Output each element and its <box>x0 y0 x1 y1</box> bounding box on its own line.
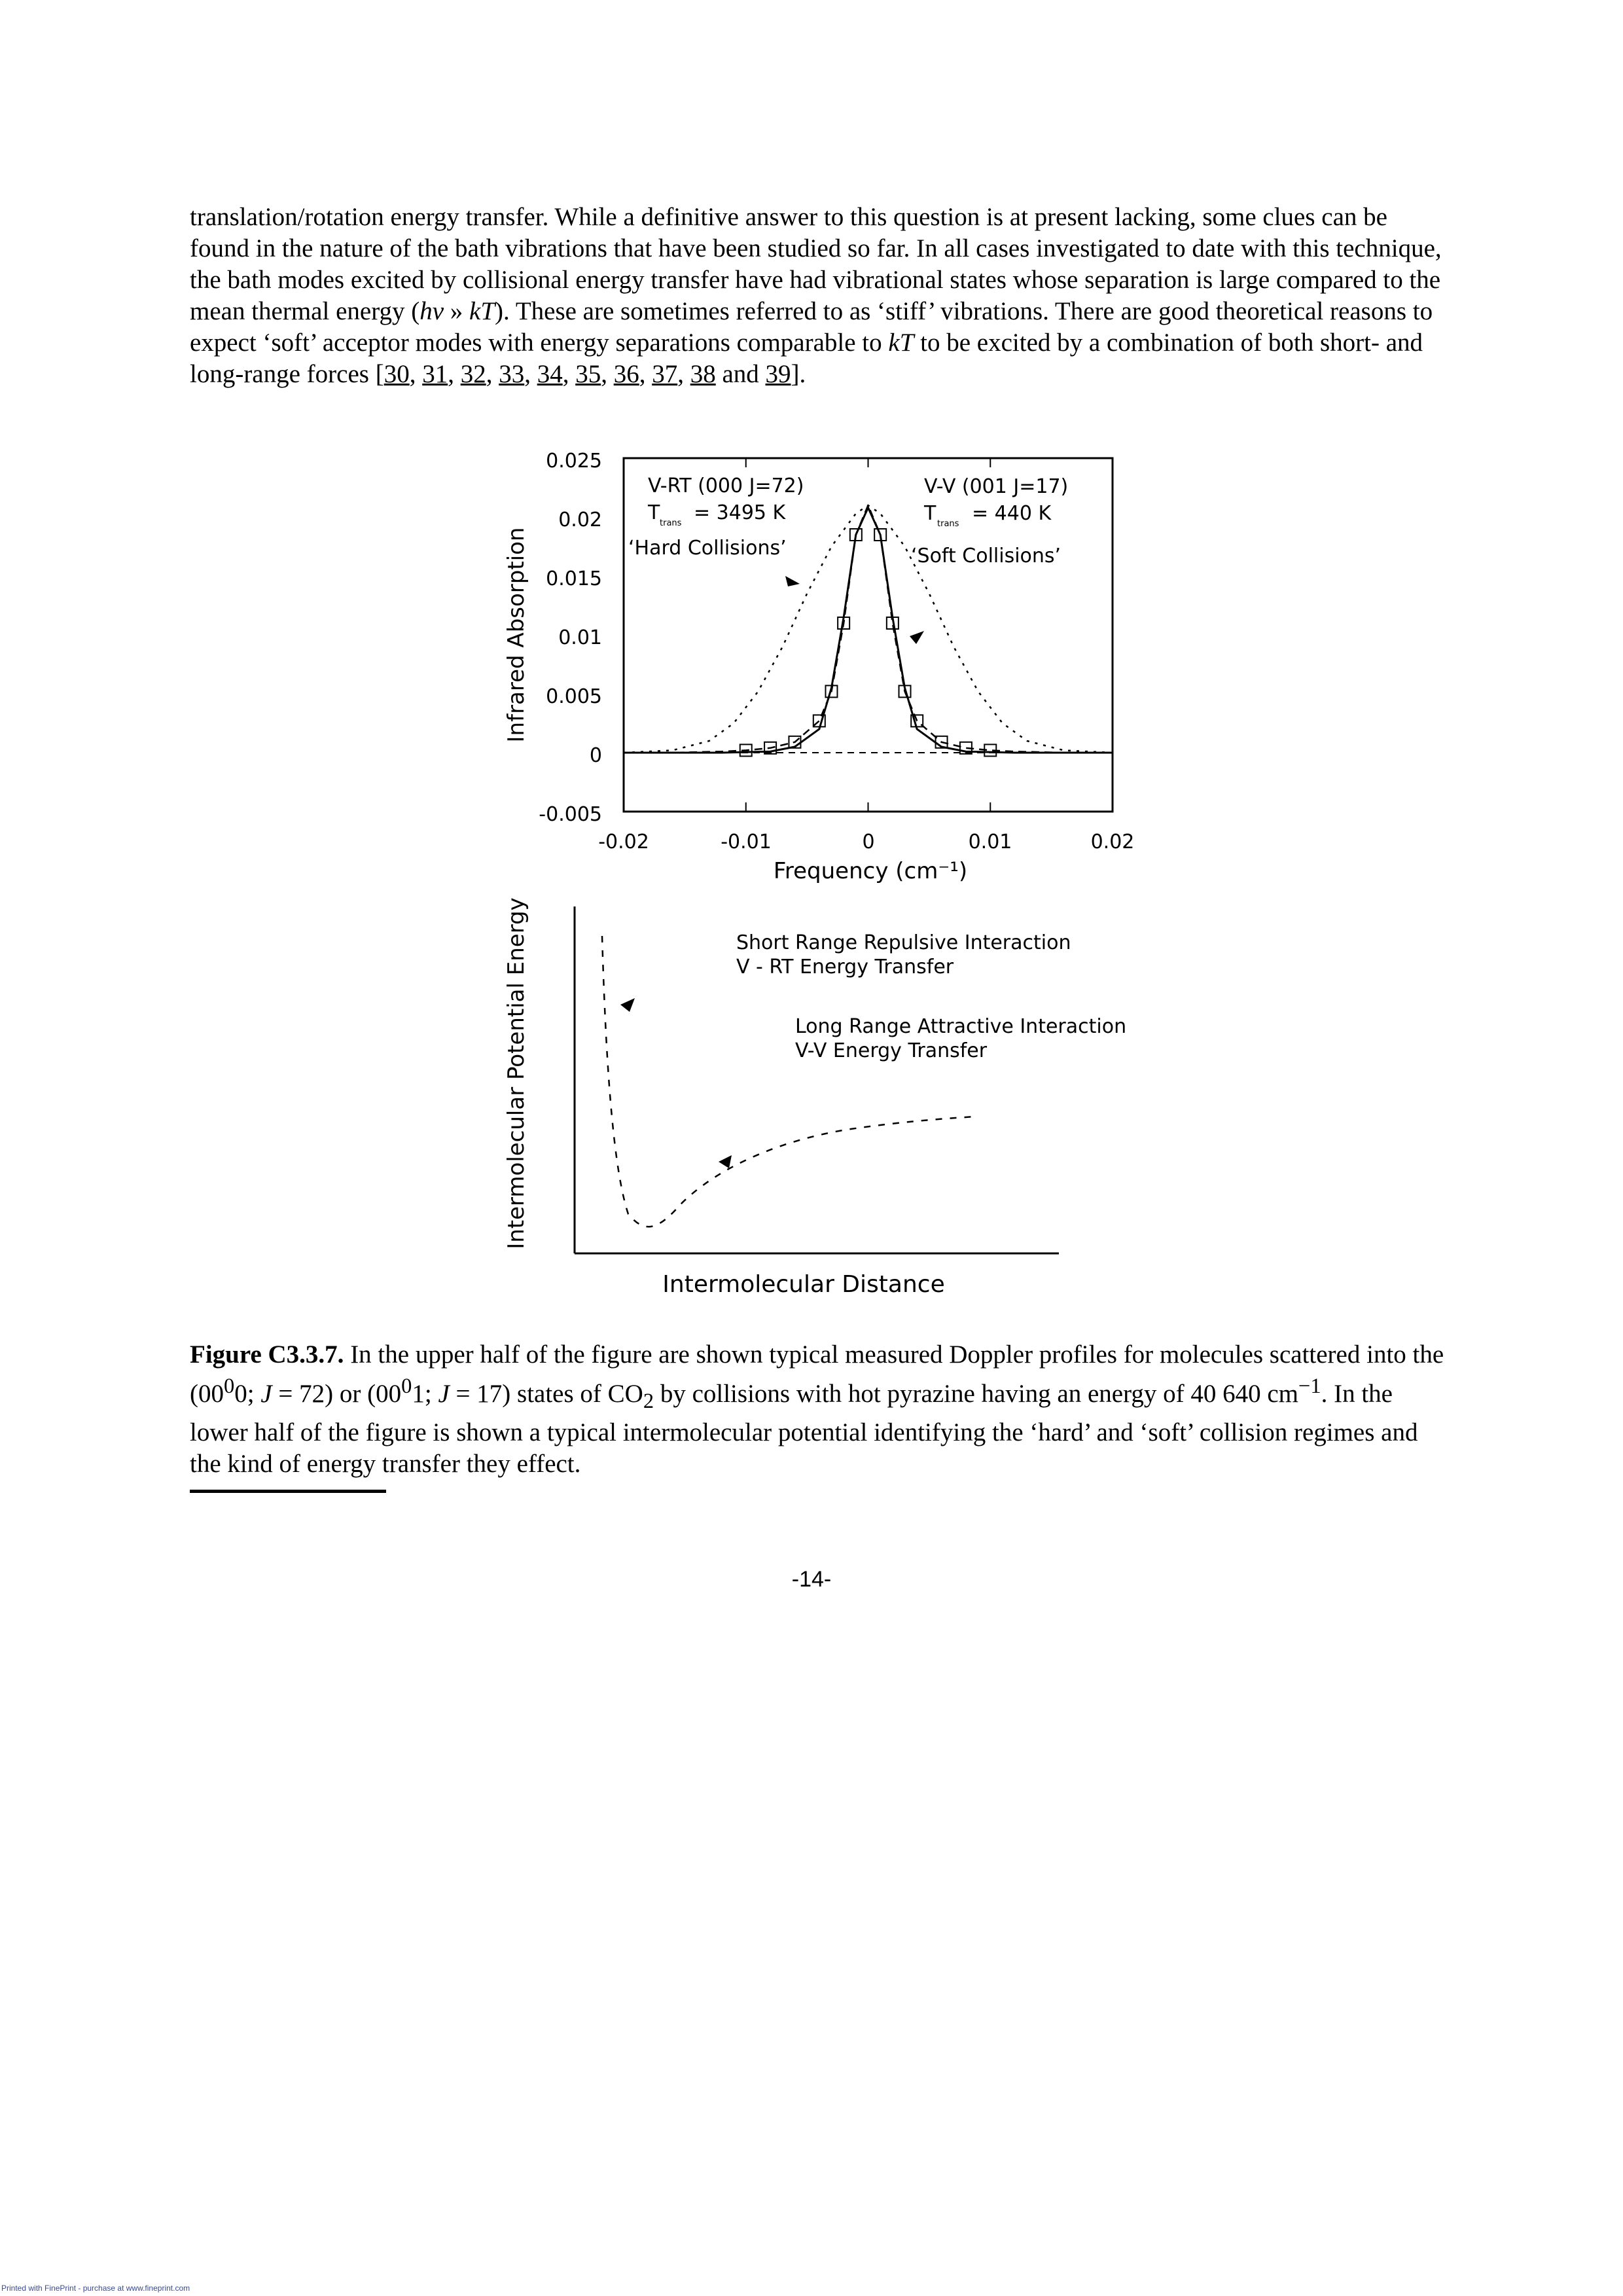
annotation-long-range-2: V-V Energy Transfer <box>795 1039 988 1062</box>
annotation-vv-title: V-V (001 J=17) <box>924 475 1068 498</box>
body-paragraph: translation/rotation energy transfer. Wh… <box>190 203 1442 388</box>
ref-link-39[interactable]: 39 <box>765 360 791 388</box>
caption-j1: J <box>260 1380 272 1408</box>
body-text-1: translation/rotation energy transfer. Wh… <box>190 203 1442 325</box>
body-text-4: to be excited by a combination of both s… <box>190 329 1423 388</box>
potential-well-curve <box>601 935 976 1228</box>
footnote-rule <box>190 1490 386 1493</box>
long-range-arrow-icon <box>719 1155 732 1168</box>
y-axis-title: Infrared Absorption <box>503 528 529 743</box>
data-point-marker <box>984 744 997 757</box>
annotation-vrt-title: V-RT (000 J=72) <box>648 475 804 497</box>
potential-x-axis-title: Intermolecular Distance <box>662 1271 944 1298</box>
caption-t7: . In the lower half of the figure is sho… <box>190 1380 1418 1478</box>
x-axis-title: Frequency (cm⁻¹) <box>774 858 967 884</box>
y-tick-label-neg0005: -0.005 <box>539 803 602 826</box>
x-tick-label-0: 0 <box>862 831 874 853</box>
ref-link-30[interactable]: 30 <box>383 360 410 388</box>
x-tick-label-neg002: -0.02 <box>598 831 649 853</box>
short-range-arrow-icon <box>620 998 635 1012</box>
ref-link-36[interactable]: 36 <box>613 360 639 388</box>
ref-link-35[interactable]: 35 <box>575 360 601 388</box>
ref-link-38[interactable]: 38 <box>690 360 716 388</box>
data-point-marker <box>874 528 887 541</box>
profile-curves <box>623 503 1113 754</box>
refs-and: and <box>715 360 766 388</box>
potential-energy-diagram: Short Range Repulsive Interaction V - RT… <box>503 897 1126 1298</box>
x-tick-label-002: 0.02 <box>1091 831 1135 853</box>
caption-t4: 1; <box>412 1380 438 1408</box>
data-point-marker <box>764 741 777 755</box>
tick-marks <box>745 458 991 812</box>
caption-sup-cm: −1 <box>1298 1374 1321 1398</box>
ref-link-34[interactable]: 34 <box>537 360 563 388</box>
annotation-vv-temp-symbol: T <box>923 502 936 525</box>
caption-t2: 0; <box>234 1380 261 1408</box>
annotation-hard-collisions: ‘Hard Collisions’ <box>628 537 787 560</box>
y-tick-label-001: 0.01 <box>558 626 602 649</box>
math-hv: hν <box>419 297 444 325</box>
page-number: -14- <box>791 1567 832 1592</box>
math-kt: kT <box>469 297 495 325</box>
caption-sup1: 0 <box>224 1374 235 1398</box>
annotation-long-range-1: Long Range Attractive Interaction <box>795 1015 1126 1038</box>
annotation-short-range-2: V - RT Energy Transfer <box>736 956 954 978</box>
profile-series-dashed-with-squares <box>624 503 1113 754</box>
data-point-marker <box>739 744 753 757</box>
ref-link-37[interactable]: 37 <box>652 360 678 388</box>
caption-t1: In the upper half of the figure are show… <box>190 1340 1444 1408</box>
y-tick-label-0005: 0.005 <box>546 685 602 708</box>
ref-link-31[interactable]: 31 <box>422 360 448 388</box>
y-tick-label-0015: 0.015 <box>546 567 602 590</box>
profile-series-dotted <box>623 504 1113 754</box>
soft-collisions-arrow-icon <box>910 631 924 644</box>
y-tick-label-0025: 0.025 <box>546 450 602 473</box>
ref-link-32[interactable]: 32 <box>460 360 486 388</box>
data-point-marker <box>849 528 863 541</box>
body-text-2: » <box>444 297 470 325</box>
data-point-marker <box>935 735 948 749</box>
x-tick-label-neg001: -0.01 <box>721 831 772 853</box>
annotation-vrt-temp-symbol: T <box>647 501 660 524</box>
data-point-marker <box>898 685 912 698</box>
y-tick-label-0: 0 <box>590 744 602 767</box>
annotation-soft-collisions: ‘Soft Collisions’ <box>911 545 1061 567</box>
y-tick-label-002: 0.02 <box>558 509 602 531</box>
annotation-vv-temp-value: = 440 K <box>972 502 1052 525</box>
data-point-marker <box>959 741 972 755</box>
figure-caption: Figure C3.3.7. In the upper half of the … <box>190 1339 1446 1480</box>
print-footer: Printed with FinePrint - purchase at www… <box>1 2284 190 2293</box>
ref-link-33[interactable]: 33 <box>499 360 525 388</box>
potential-y-axis-title: Intermolecular Potential Energy <box>503 897 529 1249</box>
data-point-marker <box>837 617 851 630</box>
caption-j2: J <box>438 1380 450 1408</box>
data-point-marker <box>788 735 802 749</box>
body-text-end: ]. <box>791 360 806 388</box>
data-point-marker <box>885 617 899 630</box>
body-text-3: ). These are sometimes referred to as ‘s… <box>190 297 1433 357</box>
profile-series-solid <box>624 505 1113 754</box>
math-kt-2: kT <box>888 329 914 357</box>
annotation-vrt-temp-sub: trans <box>660 518 682 528</box>
annotation-vrt-temp-value: = 3495 K <box>694 501 787 524</box>
caption-label: Figure C3.3.7. <box>190 1340 344 1369</box>
hard-collisions-arrow-icon <box>785 576 800 586</box>
annotation-vv-temp-sub: trans <box>937 519 959 529</box>
data-point-marker <box>910 714 924 728</box>
doppler-profile-chart: 0.025 0.02 0.015 0.01 0.005 0 -0.005 -0.… <box>503 450 1134 884</box>
caption-t5: = 17) states of CO <box>449 1380 643 1408</box>
data-point-marker <box>825 685 838 698</box>
data-markers <box>739 528 997 757</box>
caption-t3: = 72) or (00 <box>272 1380 402 1408</box>
figure-c337: 0.025 0.02 0.015 0.01 0.005 0 -0.005 -0.… <box>503 450 1134 1298</box>
caption-sup2: 0 <box>401 1374 412 1398</box>
data-point-marker <box>812 714 826 728</box>
annotation-short-range-1: Short Range Repulsive Interaction <box>736 931 1071 954</box>
x-tick-label-001: 0.01 <box>969 831 1012 853</box>
caption-sub-co2: 2 <box>643 1389 654 1413</box>
caption-t6: by collisions with hot pyrazine having a… <box>654 1380 1298 1408</box>
